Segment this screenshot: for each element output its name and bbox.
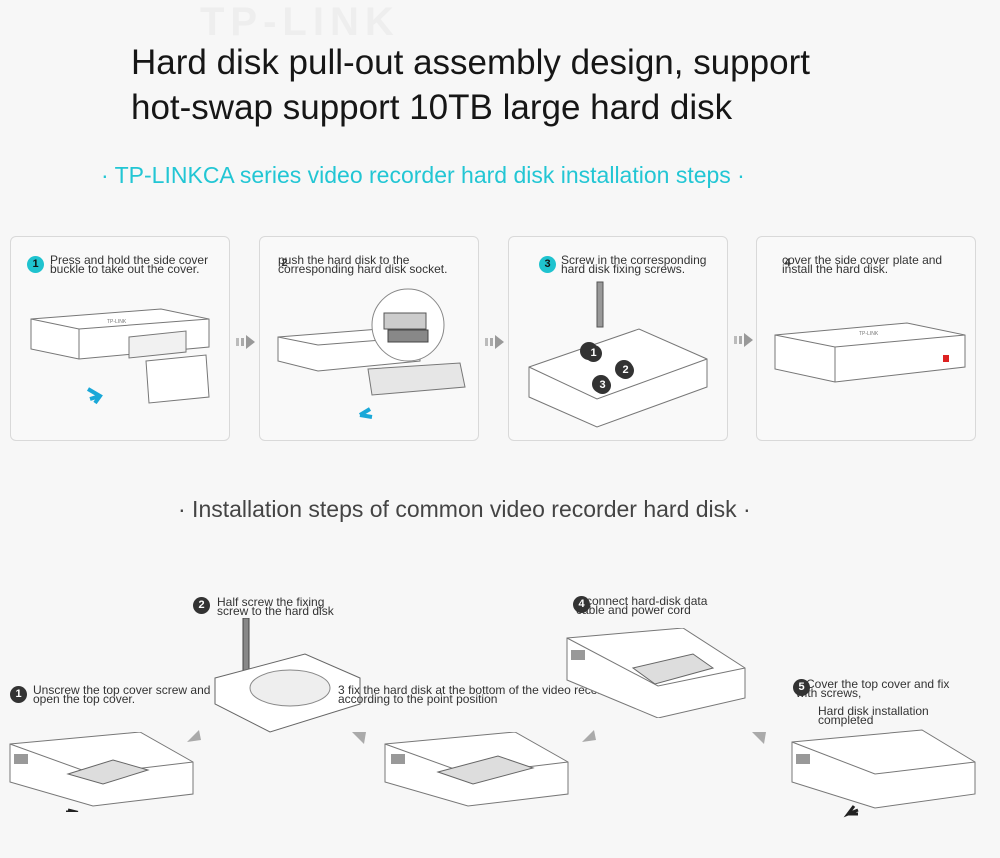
step-caption: Press and hold the side cover buckle to … <box>50 253 209 276</box>
recorder-illustration: TP-LINK <box>774 322 966 383</box>
tp-section-title: · TP-LINKCA series video recorder hard d… <box>101 162 745 188</box>
direction-arrow-icon <box>66 808 79 812</box>
common-step-caption-1: Unscrew the top cover screw and open the… <box>33 683 211 706</box>
completion-caption: Hard disk installation completed <box>818 704 929 727</box>
step-badge: 4 <box>784 257 791 269</box>
tp-step-card-2: 2 push the hard disk to the correspondin… <box>259 236 479 441</box>
step-caption: push the hard disk to the corresponding … <box>278 253 448 276</box>
recorder-cable-illustration <box>566 628 746 718</box>
recorder-closed-illustration <box>791 729 976 818</box>
common-step-caption-5: Cover the top cover and fix with screws, <box>796 677 950 700</box>
direction-arrow-icon <box>843 805 859 818</box>
tp-step-card-4: 4 cover the side cover plate and install… <box>756 236 976 441</box>
screw-marker-3: 3 <box>594 377 611 394</box>
step-badge: 2 <box>281 257 288 269</box>
common-step-badge-5: 5 <box>793 679 810 696</box>
common-step-badge-1: 1 <box>10 686 27 703</box>
next-arrow-icon <box>485 335 504 349</box>
direction-arrow-icon <box>358 407 373 419</box>
svg-text:TP-LINK: TP-LINK <box>859 331 879 337</box>
tp-step-card-1: 1 Press and hold the side cover buckle t… <box>10 236 230 441</box>
common-step-caption-2: Half screw the fixing screw to the hard … <box>217 595 334 618</box>
step-badge: 1 <box>27 256 44 273</box>
device-label: TP-LINK <box>107 319 127 325</box>
background-watermark-text: TP-LINK <box>200 0 400 44</box>
common-step-caption-4: connect hard-disk data cable and power c… <box>576 594 708 617</box>
headline-line-2: hot-swap support 10TB large hard disk <box>131 88 733 127</box>
step-badge: 3 <box>539 256 556 273</box>
screw-marker-1: 1 <box>585 345 602 362</box>
common-step-caption-3: 3 fix the hard disk at the bottom of the… <box>338 683 619 706</box>
recorder-bottom-illustration <box>528 281 708 428</box>
recorder-install-illustration <box>384 732 569 807</box>
headline: Hard disk pull-out assembly design, supp… <box>131 40 891 130</box>
screw-marker-2: 2 <box>617 362 634 379</box>
recorder-open-illustration <box>9 732 194 812</box>
tp-step-card-3: 3 Screw in the corresponding hard disk f… <box>508 236 728 441</box>
hard-disk-screw-illustration <box>214 618 361 733</box>
recorder-illustration: TP-LINK <box>30 308 210 405</box>
next-arrow-icon <box>187 730 201 742</box>
common-section-title: · Installation steps of common video rec… <box>178 496 751 522</box>
next-arrow-icon <box>236 335 255 349</box>
next-arrow-icon <box>352 732 366 744</box>
next-arrow-icon <box>734 333 753 347</box>
recorder-illustration <box>277 288 466 419</box>
next-arrow-icon <box>582 730 596 742</box>
next-arrow-icon <box>752 732 766 744</box>
direction-arrow-icon <box>86 387 103 405</box>
headline-line-1: Hard disk pull-out assembly design, supp… <box>131 43 810 82</box>
common-step-badge-2: 2 <box>193 597 210 614</box>
step-caption: cover the side cover plate and install t… <box>782 253 943 276</box>
common-step-badge-4: 4 <box>573 596 590 613</box>
step-caption: Screw in the corresponding hard disk fix… <box>561 253 707 276</box>
